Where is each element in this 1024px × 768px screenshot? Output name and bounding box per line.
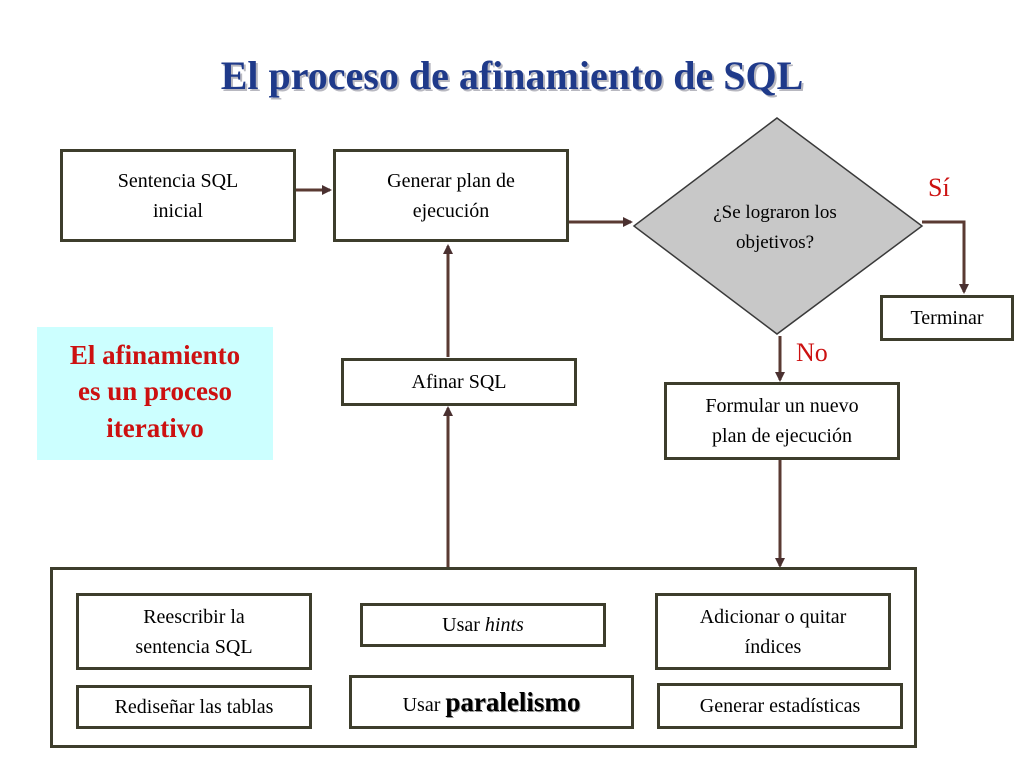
decision-text: ¿Se lograron los objetivos? xyxy=(655,198,895,259)
paralelismo-label: Usar paralelismo xyxy=(403,682,581,723)
afinar-sql-box: Afinar SQL xyxy=(341,358,577,406)
reescribir-box: Reescribir la sentencia SQL xyxy=(76,593,312,670)
afinar-sql-label: Afinar SQL xyxy=(411,371,507,393)
generar-plan-line1: Generar plan de xyxy=(387,169,515,192)
decision-line1: ¿Se lograron los xyxy=(713,202,837,223)
usar-hints-box: Usar hints xyxy=(360,603,606,647)
arrow-si-to-terminar xyxy=(922,220,969,294)
decision-line2: objetivos? xyxy=(735,232,815,254)
usar-hints-emphasis: hints xyxy=(484,614,524,636)
estadisticas-label: Generar estadísticas xyxy=(699,695,861,717)
reescribir-line2: sentencia SQL xyxy=(135,635,253,658)
paralelismo-prefix: Usar xyxy=(402,693,446,716)
reescribir-line1: Reescribir la xyxy=(143,605,245,628)
usar-hints-label: Usar hints xyxy=(442,610,524,640)
sentencia-inicial-line2: inicial xyxy=(153,199,203,222)
formular-plan-line2: plan de ejecución xyxy=(712,425,852,447)
usar-hints-prefix: Usar xyxy=(442,614,485,636)
adicionar-indices-line1: Adicionar o quitar xyxy=(699,605,847,628)
formular-plan-box: Formular un nuevo plan de ejecución xyxy=(664,382,900,460)
note-line2: es un proceso xyxy=(77,376,232,407)
terminar-box: Terminar xyxy=(880,295,1014,341)
estadisticas-box: Generar estadísticas xyxy=(657,683,903,729)
sentencia-inicial-line1: Sentencia SQL xyxy=(117,169,239,192)
generar-plan-box: Generar plan de ejecución xyxy=(333,149,569,242)
iterative-process-note: El afinamiento es un proceso iterativo xyxy=(37,327,273,460)
label-si: Sí xyxy=(928,173,950,202)
paralelismo-box: Usar paralelismo xyxy=(349,675,634,729)
sentencia-inicial-box: Sentencia SQL inicial xyxy=(60,149,296,242)
note-line1: El afinamiento xyxy=(69,340,241,370)
paralelismo-emphasis: paralelismo xyxy=(445,686,581,717)
note-line3: iterativo xyxy=(106,412,204,443)
decision-diamond xyxy=(632,117,924,335)
redisenar-label: Rediseñar las tablas xyxy=(114,696,274,718)
redisenar-box: Rediseñar las tablas xyxy=(76,685,312,729)
adicionar-indices-box: Adicionar o quitar índices xyxy=(655,593,891,670)
page-title: El proceso de afinamiento de SQL xyxy=(220,53,804,98)
formular-plan-line1: Formular un nuevo xyxy=(705,395,859,417)
generar-plan-line2: ejecución xyxy=(412,199,490,222)
terminar-label: Terminar xyxy=(910,307,984,329)
adicionar-indices-line2: índices xyxy=(744,635,802,658)
label-no: No xyxy=(796,338,828,367)
